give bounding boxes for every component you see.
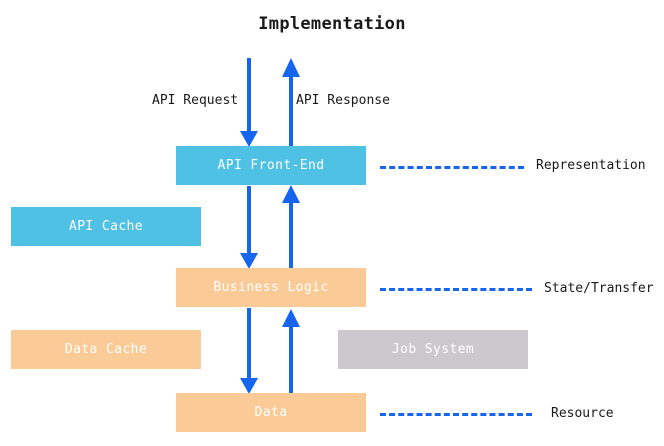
box-api-front-end[interactable]: API Front-End	[176, 146, 366, 185]
arrow-data-to-business-logic	[282, 309, 300, 393]
dashed-line-representation	[380, 166, 524, 169]
arrow-business-logic-to-data	[240, 308, 258, 394]
box-business-logic[interactable]: Business Logic	[176, 268, 366, 307]
arrow-business-logic-to-front-end	[282, 185, 300, 268]
arrow-label-api-request: API Request	[152, 93, 239, 108]
box-job-system[interactable]: Job System	[338, 330, 528, 369]
arrow-front-end-to-business-logic	[240, 186, 258, 269]
side-label-state-transfer: State/Transfer	[544, 281, 654, 296]
box-data-cache[interactable]: Data Cache	[11, 330, 201, 369]
side-label-resource: Resource	[551, 406, 614, 421]
dashed-line-state-transfer	[380, 288, 532, 291]
page-title: Implementation	[258, 14, 406, 34]
arrow-label-api-response: API Response	[296, 93, 390, 108]
box-data[interactable]: Data	[176, 393, 366, 432]
side-label-representation: Representation	[536, 158, 646, 173]
box-api-cache[interactable]: API Cache	[11, 207, 201, 246]
arrow-request-into-front-end	[240, 58, 258, 147]
dashed-line-resource	[380, 413, 532, 416]
